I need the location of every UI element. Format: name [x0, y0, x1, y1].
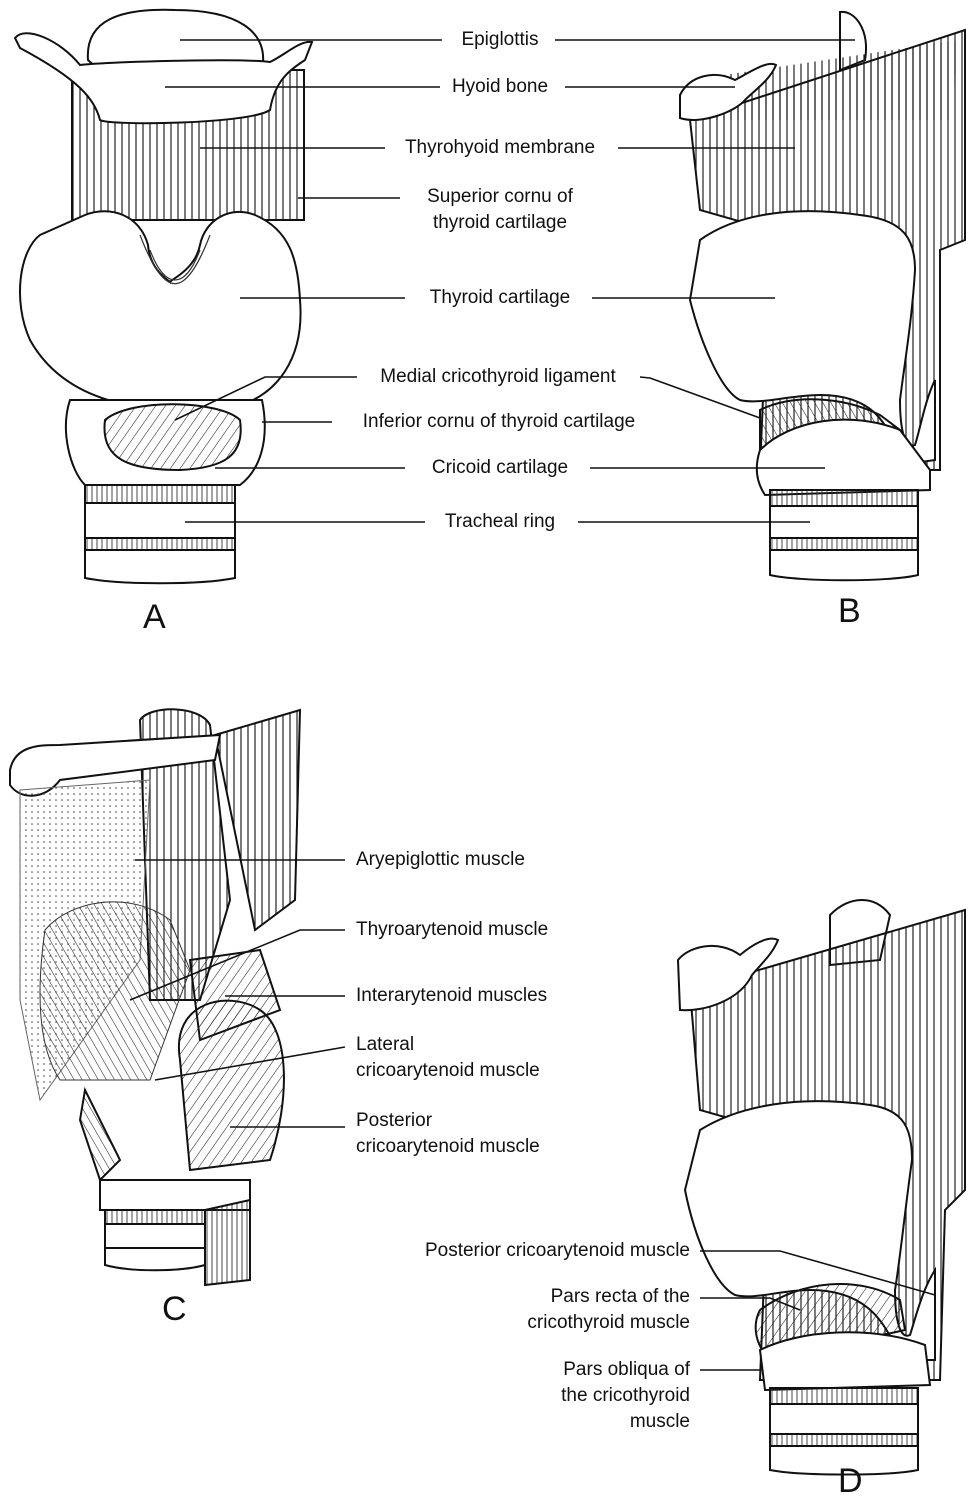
label-tracheal-ring: Tracheal ring — [420, 509, 580, 535]
label-pars-obliqua: Pars obliqua of the cricothyroid muscle — [450, 1357, 690, 1435]
label-thyrohyoid-membrane: Thyrohyoid membrane — [375, 135, 625, 161]
panel-letter-d: D — [838, 1462, 863, 1501]
cricoid-cartilage-d — [760, 1332, 930, 1390]
medial-cricothyroid-ligament-a — [104, 404, 240, 470]
label-thyroarytenoid-muscle: Thyroarytenoid muscle — [356, 917, 548, 943]
label-epiglottis: Epiglottis — [420, 27, 580, 53]
tracheal-ring-c — [105, 1224, 205, 1248]
thyroarytenoid-muscle — [40, 902, 190, 1080]
label-cricoid-cartilage: Cricoid cartilage — [400, 455, 600, 481]
label-posterior-line1: Posterior — [356, 1108, 540, 1134]
label-lateral-cricoarytenoid: Lateral cricoarytenoid muscle — [356, 1032, 540, 1084]
label-pars-obliqua-line3: muscle — [450, 1409, 690, 1435]
label-hyoid-bone: Hyoid bone — [420, 74, 580, 100]
panel-letter-a: A — [143, 598, 166, 637]
panel-d-drawing — [678, 900, 965, 1475]
label-posterior-cricoarytenoid-c: Posterior cricoarytenoid muscle — [356, 1108, 540, 1160]
label-pars-obliqua-line1: Pars obliqua of — [450, 1357, 690, 1383]
label-superior-cornu: Superior cornu of thyroid cartilage — [390, 184, 610, 236]
tracheal-ring-d — [770, 1404, 918, 1434]
label-aryepiglottic-muscle: Aryepiglottic muscle — [356, 847, 525, 873]
label-lateral-line1: Lateral — [356, 1032, 540, 1058]
label-posterior-line2: cricoarytenoid muscle — [356, 1134, 540, 1160]
tracheal-ring-a — [85, 503, 235, 538]
panel-letter-c: C — [162, 1290, 187, 1329]
label-posterior-cricoarytenoid-d: Posterior cricoarytenoid muscle — [360, 1238, 690, 1264]
label-inferior-cornu: Inferior cornu of thyroid cartilage — [333, 409, 665, 435]
panel-a-drawing — [15, 10, 312, 583]
panel-letter-b: B — [838, 592, 861, 631]
label-pars-obliqua-line2: the cricothyroid — [450, 1383, 690, 1409]
label-pars-recta-line2: cricothyroid muscle — [450, 1310, 690, 1336]
posterior-cricoarytenoid-muscle-c — [179, 1001, 284, 1170]
label-lateral-line2: cricoarytenoid muscle — [356, 1058, 540, 1084]
panel-b-drawing — [680, 12, 965, 580]
label-medial-cricothyroid-ligament: Medial cricothyroid ligament — [352, 364, 644, 390]
label-thyroid-cartilage: Thyroid cartilage — [400, 285, 600, 311]
label-pars-recta: Pars recta of the cricothyroid muscle — [450, 1284, 690, 1336]
label-interarytenoid-muscles: Interarytenoid muscles — [356, 983, 547, 1009]
label-superior-cornu-line1: Superior cornu of — [390, 184, 610, 210]
panel-c-drawing — [10, 709, 300, 1285]
tracheal-ring-a-top — [85, 485, 235, 503]
label-superior-cornu-line2: thyroid cartilage — [390, 210, 610, 236]
label-pars-recta-line1: Pars recta of the — [450, 1284, 690, 1310]
thyroid-cartilage-a — [20, 211, 301, 405]
